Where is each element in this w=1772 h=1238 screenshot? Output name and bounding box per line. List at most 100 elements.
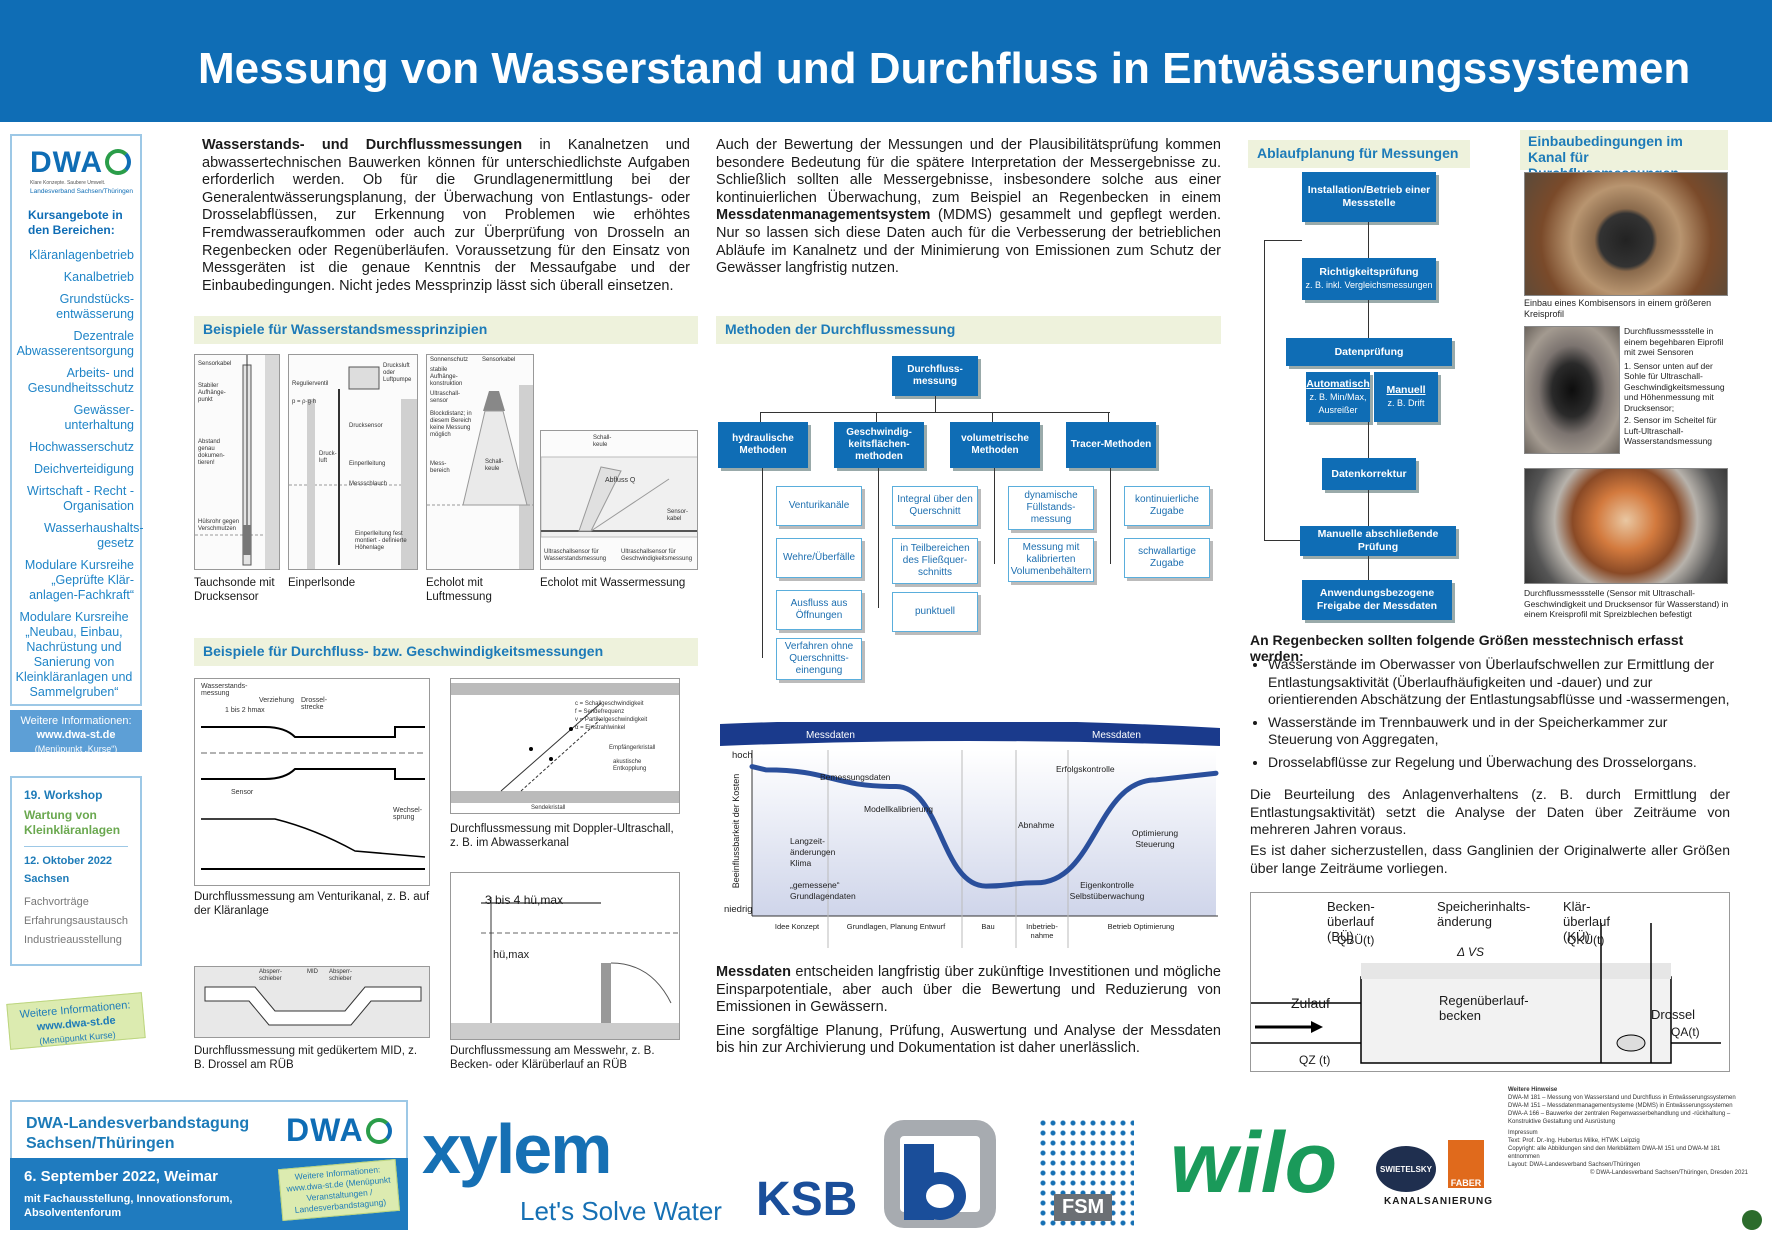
weir-drawing [451,897,679,1039]
course-item[interactable]: Wirtschaft - Recht - Organisation [27,484,134,513]
course-item[interactable]: Kanalbetrieb [63,270,134,284]
course-item[interactable]: Wasserhaushalts-gesetz [44,521,144,550]
label: Messschlauch [349,481,388,487]
label: 3 bis 4 hü,max [485,893,564,907]
method-root: Durchfluss-messung [892,356,978,396]
x-phase-label: Idee Konzept [774,922,820,931]
course-item[interactable]: Dezentrale Abwasserentsorgung [16,329,134,358]
label: Druck-luft [319,451,337,464]
chart-annotation: Eigenkontrolle Selbstüberwachung [1069,880,1145,901]
method-item: in Teilbereichen des Fließquer-schnitts [892,538,978,584]
process-step: Anwendungsbezogene Freigabe der Messdate… [1302,580,1452,620]
label: Absperr-schieber [259,969,283,982]
green-info-badge[interactable]: Weitere Informationen: www.dwa-st.de (Me… [6,992,146,1050]
course-item[interactable]: Grundstücks-entwässerung [56,292,134,321]
method-item: kontinuierliche Zugabe [1124,486,1210,526]
fig-echolot-luft: Sonnenschutz Sensorkabel stabile Aufhäng… [426,354,534,570]
info-link[interactable]: www.dwa-st.de [36,729,116,741]
method-item: punktuell [892,592,978,632]
label: QA(t) [1671,1025,1700,1039]
workshop-place: Sachsen [24,873,70,885]
flow-section-heading: Beispiele für Durchfluss- bzw. Geschwind… [194,638,698,666]
label: Schall-keule [593,435,612,448]
photo-kreisprofil [1524,468,1728,584]
course-item[interactable]: Modulare Kursreihe „Geprüfte Klär-anlage… [24,558,134,602]
label: Ultraschallsensor für Wasserstandsmessun… [544,549,607,562]
workshop-item: Fachvorträge [24,896,89,908]
xylem-tagline: Let's Solve Water [520,1196,722,1226]
event-info-badge[interactable]: Weitere Informationen: www.dwa-st.de (Me… [277,1158,401,1222]
fig-weir: 3 bis 4 hü,max hü,max [450,872,680,1040]
event-sub: mit Fachausstellung, Innovationsforum, A… [24,1193,233,1219]
method-item: dynamische Füllstands-messung [1008,486,1094,530]
method-item: schwallartige Zugabe [1124,538,1210,578]
process-heading: Ablaufplanung für Messungen [1248,140,1470,168]
course-heading: Kursangebote in den Bereichen: [28,208,123,237]
kanalsanierung-label: KANALSANIERUNG [1384,1196,1493,1207]
y-axis-label: Beeinflussbarkeit der Kosten [731,773,741,889]
course-item[interactable]: Kläranlagenbetrieb [29,248,134,262]
label: v = Partikelgeschwindigkeit [575,717,648,723]
workshop-item: Industrieausstellung [24,934,122,946]
label: Mess-bereich [430,461,450,474]
mid-bottom-text: Messdaten entscheiden langfristig über z… [716,964,1221,1058]
doppler-drawing [451,683,679,803]
label: Sensorkabel [482,357,516,363]
chart-annotation: „gemessene“ Grundlagendaten [790,880,856,901]
echolot-luft-drawing [427,385,533,569]
label: f = Sendefrequenz [575,709,625,715]
label: Drucksensor [349,423,383,429]
chart-annotation: Modellkalibrierung [864,804,933,814]
cost-chart-svg [720,719,1220,948]
photo-eiprofil [1524,326,1620,454]
workshop-panel: 19. Workshop Wartung von Kleinkläranlage… [10,776,142,966]
methods-heading: Methoden der Durchflussmessung [716,316,1221,344]
method-item: Venturikanäle [776,486,862,526]
faber-logo: FABER [1448,1140,1484,1188]
basin-drawing [1251,923,1721,1064]
label: QBÜ(t) [1337,933,1375,947]
level-section-heading: Beispiele für Wasserstandsmessprinzipien [194,316,698,344]
fig-doppler: c = Schallgeschwindigkeit f = Sendefrequ… [450,678,680,814]
fig-einperlsonde: Regulierventil p = ρ·g·h Druck-luft Druc… [288,354,418,570]
label: p = ρ·g·h [292,399,317,405]
course-item[interactable]: Deichverteidigung [33,462,134,476]
y-tick-high: hoch [732,750,753,761]
intro-bold: Wasserstands- und Durchflussmessungen [202,137,523,153]
echolot-wasser-drawing [541,456,697,538]
tauchsonde-drawing [195,355,279,569]
caption-echolot-wasser: Echolot mit Wassermessung [540,577,686,589]
course-item[interactable]: Arbeits- und Gesundheitsschutz [27,366,134,395]
info-badge[interactable]: Weitere Informationen: www.dwa-st.de (Me… [10,710,142,754]
course-item[interactable]: Hochwasserschutz [29,440,134,454]
workshop-title: 19. Workshop [24,788,103,802]
chart-annotation: Langzeit-änderungen Klima [790,836,836,868]
process-step: Manuelle abschließende Prüfung [1300,526,1456,556]
label: Wasserstands-messung [201,683,248,697]
caption-echolot-luft: Echolot mit Luftmessung [426,577,492,603]
mid-bottom-text1: entscheiden langfristig über zukünftige … [716,964,1221,1016]
chart-annotation: Abnahme [1018,820,1055,830]
event-date: 6. September 2022, Weimar [24,1168,218,1185]
label: Empfängerkristall [609,745,656,751]
label: Blockdistanz; in diesem Bereich keine Me… [430,411,472,438]
course-item[interactable]: Gewässer-unterhaltung [64,403,134,432]
basin-heading: An Regenbecken sollten folgende Größen m… [1250,632,1684,664]
method-col-head: hydraulische Methoden [718,422,808,468]
course-panel: DWA Klare Konzepte. Saubere Umwelt. Land… [10,134,144,706]
label: α = Einstrahlwinkel [575,725,626,731]
fig-tauchsonde: Sensorkabel Stabiler Aufhänge-punkt Abst… [194,354,280,570]
label: Abfluss Q [605,477,636,484]
x-phase-label: Inbetrieb-nahme [1026,922,1058,940]
method-item: Verfahren ohne Querschnitts-einengung [776,638,862,680]
band-label-left: Messdaten [806,730,855,741]
photo-kombisensor [1524,172,1728,296]
page-title: Messung von Wasserstand und Durchfluss i… [198,44,1691,93]
install-heading: Einbaubedingungen im Kanal für Durchflus… [1520,130,1728,181]
course-item[interactable]: Modulare Kursreihe „Neubau, Einbau, Nach… [15,610,133,699]
workshop-item: Erfahrungsaustausch [24,915,128,927]
dwa-ring-icon [105,149,131,175]
caption-weir: Durchflussmessung am Messwehr, z. B. Bec… [450,1045,655,1071]
label: 1 bis 2 hmax [225,707,265,714]
